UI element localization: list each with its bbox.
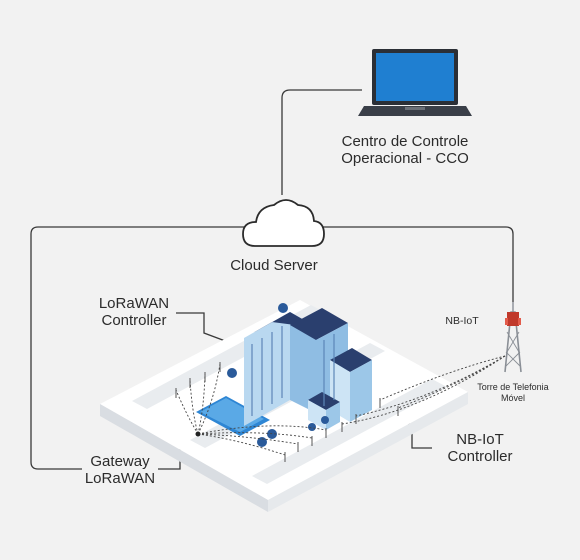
lorawan-controller-line2: Controller [101,311,167,329]
nbiot-label: NB-IoT [445,315,479,327]
tower-label: Torre de Telefonia Móvel [458,382,568,404]
cell-tower-icon [504,302,522,373]
cco-label-line2: Operacional - CCO [341,149,469,167]
cloud-server-label: Cloud Server [230,257,318,274]
cco-label-line1: Centro de Controle [341,133,469,150]
lorawan-controller-line1: LoRaWAN [98,295,170,312]
nbiot-controller-line2: Controller [447,447,513,465]
cloud-icon [242,199,325,247]
tower-label-line2: Móvel [500,392,525,403]
smart-city-icon [100,300,506,512]
cco-label: Centro de Controle Operacional - CCO [330,133,480,168]
gateway-lorawan-label: Gateway LoRaWAN [70,453,170,488]
nbiot-controller-label: NB-IoT Controller [432,431,528,466]
nbiot-controller-line1: NB-IoT [456,431,504,448]
line-cloud-to-cco [281,89,362,195]
line-lorawan-controller [176,312,229,343]
gateway-label-line2: LoRaWAN [84,469,156,487]
line-cloud-to-gateway [30,226,244,470]
line-cloud-to-nbiot [306,226,514,302]
gateway-label-line1: Gateway [90,453,150,470]
laptop-icon [358,49,472,116]
lorawan-controller-label: LoRaWAN Controller [86,295,182,330]
tower-label-line1: Torre de Telefonia [477,382,549,392]
